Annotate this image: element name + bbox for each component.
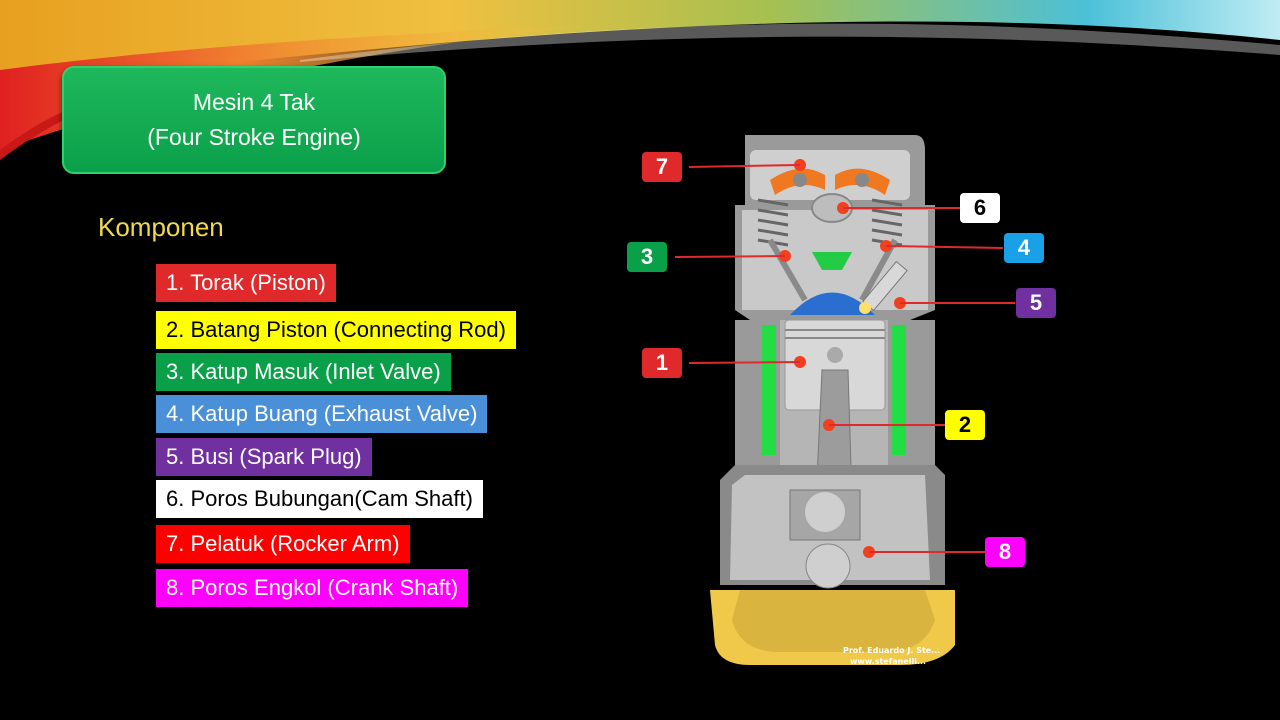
badge-3: 3 [627, 242, 667, 272]
component-item-4: 4. Katup Buang (Exhaust Valve) [156, 395, 488, 433]
badge-8: 8 [985, 537, 1025, 567]
title-line-2: (Four Stroke Engine) [147, 124, 361, 150]
component-item-3: 3. Katup Masuk (Inlet Valve) [156, 353, 451, 391]
inlet-valve [767, 238, 808, 302]
credit-line-2: www.stefanelli... [850, 657, 927, 666]
leader-lines [674, 164, 1015, 553]
badge-2: 2 [945, 410, 985, 440]
components-heading: Komponen [98, 212, 224, 242]
crankshaft [805, 543, 851, 589]
component-item-7: 7. Pelatuk (Rocker Arm) [156, 525, 410, 563]
credit-line-1: Prof. Eduardo J. Ste... [843, 646, 941, 655]
badge-6: 6 [960, 193, 1000, 223]
component-item-6: 6. Poros Bubungan(Cam Shaft) [156, 480, 483, 518]
badge-5: 5 [1016, 288, 1056, 318]
spark-plug [859, 260, 908, 314]
decorative-swoosh [0, 0, 1280, 160]
title-box: Mesin 4 Tak (Four Stroke Engine) [62, 66, 446, 174]
combustion-chamber [790, 292, 875, 315]
badge-7: 7 [642, 152, 682, 182]
component-item-5: 5. Busi (Spark Plug) [156, 438, 372, 476]
badge-1: 1 [642, 348, 682, 378]
engine-diagram [674, 135, 1015, 665]
valve-cover [750, 150, 910, 200]
valve-springs [757, 198, 903, 247]
component-item-8: 8. Poros Engkol (Crank Shaft) [156, 569, 469, 607]
badge-4: 4 [1004, 233, 1044, 263]
title-line-1: Mesin 4 Tak [192, 89, 316, 115]
component-item-2: 2. Batang Piston (Connecting Rod) [156, 311, 516, 349]
component-item-1: 1. Torak (Piston) [156, 264, 336, 302]
